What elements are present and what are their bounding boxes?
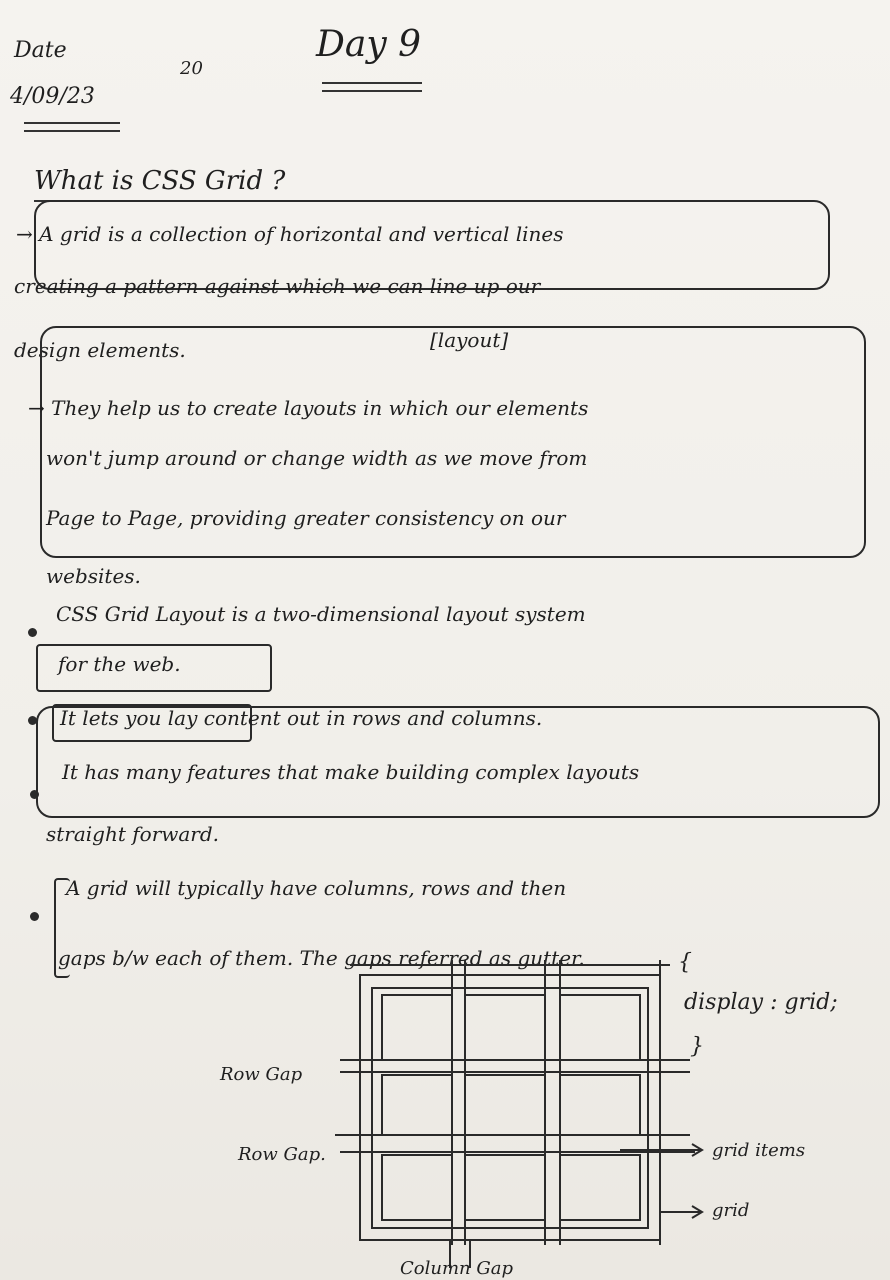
bullet-4-outline [54,878,70,978]
column-gap-label: Column Gap [400,1258,513,1279]
code-display-grid: display : grid; [684,990,838,1015]
bullet-1-outline [36,644,272,692]
definition-outline [34,200,830,290]
bullet-2-line-1: It lets you lay content out in rows and … [60,706,543,730]
section-heading: What is CSS Grid ? [34,166,286,196]
bullet-4-line-2: gaps b/w each of them. The gaps referred… [58,946,585,970]
grid-items-arrowhead [691,1143,704,1157]
grid-cell [559,1074,641,1136]
row-gap-label-1: Row Gap [220,1064,303,1085]
grid-label: grid [712,1200,750,1221]
grid-items-label: grid items [712,1140,806,1161]
bullet-3-line-2: straight forward. [46,822,220,846]
date-label: Date [14,38,67,63]
grid-cell [381,994,453,1061]
bullet-3-outline [36,706,880,818]
grid-inner-frame [371,987,649,1229]
grid-cell [464,1154,546,1221]
grid-cell [381,1154,453,1221]
bullet-dot [28,628,37,637]
purpose-line-4: websites. [46,564,141,588]
grid-cell [559,1154,641,1221]
grid-cell [559,994,641,1061]
purpose-line-1: → They help us to create layouts in whic… [28,396,589,420]
bullet-dot [30,912,39,921]
grid-cell [464,1074,546,1136]
purpose-line-3: Page to Page, providing greater consiste… [46,506,566,530]
date-value: 4/09/23 [10,84,95,109]
grid-cell [381,1074,453,1136]
bullet-dot [28,716,37,725]
purpose-outline [40,326,866,558]
definition-line-2: creating a pattern against which we can … [14,274,541,298]
grid-diagram [335,960,704,1268]
day-title: Day 9 [316,24,422,65]
bullet-2-outline [52,704,252,742]
day-underline [322,82,422,92]
code-brace-close: } [690,1034,704,1059]
definition-line-1: → A grid is a collection of horizontal a… [16,222,564,246]
layout-tag: [layout] [430,328,509,352]
bullet-3-line-1: It has many features that make building … [62,760,640,784]
date-underline [24,122,120,132]
bullet-dot [30,790,39,799]
bullet-1-line-1: CSS Grid Layout is a two-dimensional lay… [56,602,586,626]
grid-arrowhead [691,1205,704,1219]
row-gap-label-2: Row Gap. [238,1144,326,1165]
purpose-line-2: won't jump around or change width as we … [46,446,588,470]
grid-outer-frame [359,974,661,1241]
bullet-4-line-1: A grid will typically have columns, rows… [66,876,567,900]
page-number: 20 [180,58,203,79]
definition-line-3: design elements. [14,338,186,362]
bullet-1-line-2: for the web. [58,652,181,676]
code-brace-open: { [678,950,692,975]
grid-cell [464,994,546,1061]
